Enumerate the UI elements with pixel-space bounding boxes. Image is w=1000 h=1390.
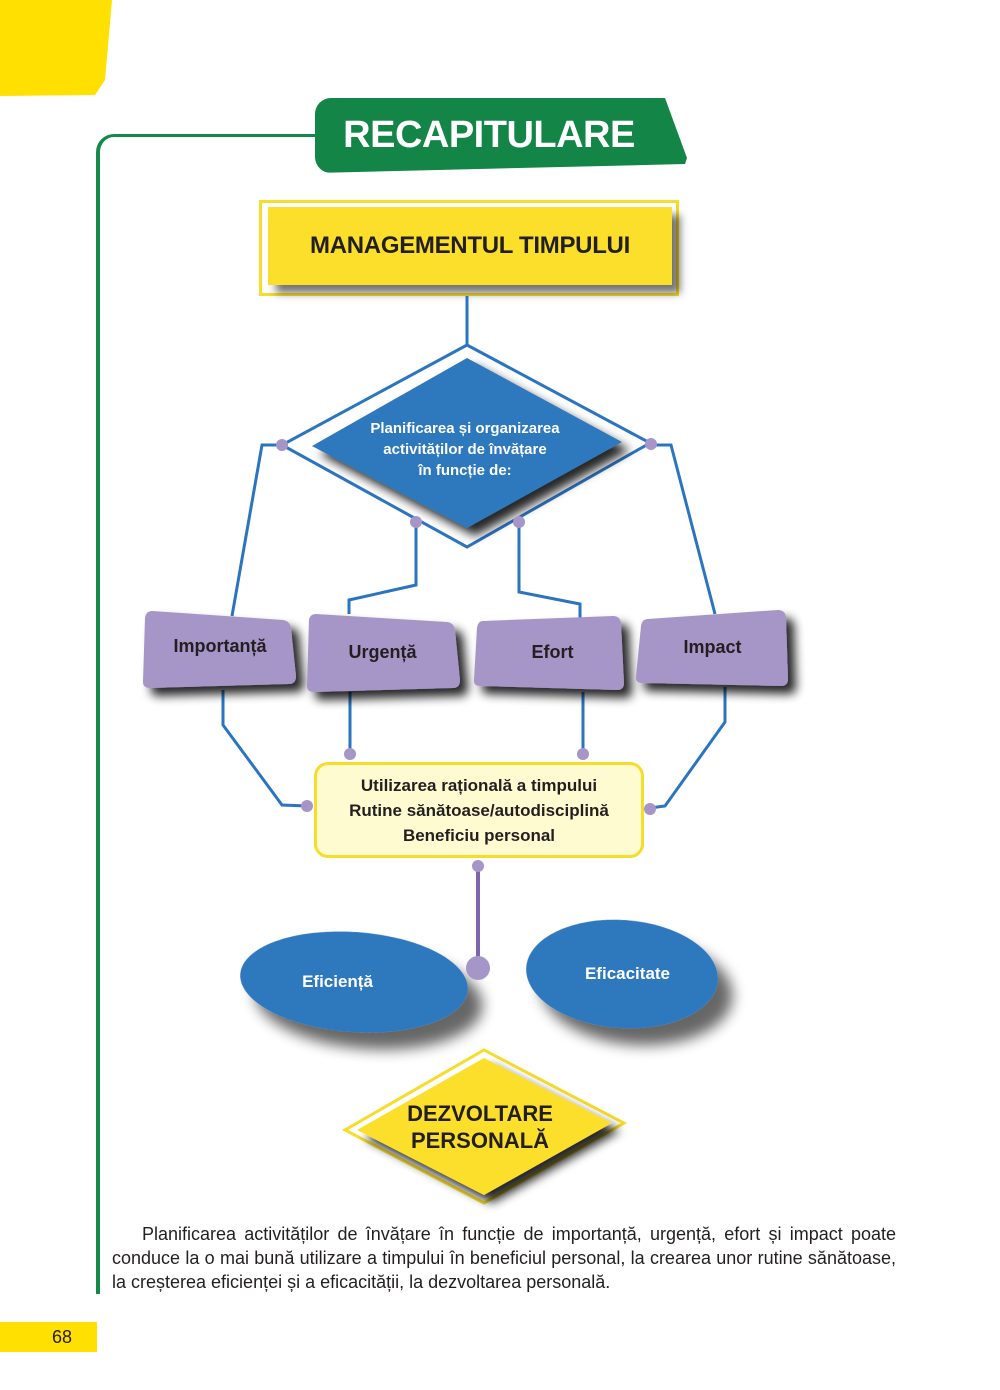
criteria-label-urgenta: Urgență [348, 642, 417, 662]
result-label-eficienta: Eficiență [302, 972, 373, 991]
dot [513, 516, 525, 528]
page-number: 68 [51, 1326, 72, 1347]
outcome-line: Beneficiu personal [402, 825, 556, 845]
criteria-shape-urgenta [307, 614, 460, 692]
development-diamond [357, 1058, 612, 1195]
dot [577, 748, 589, 760]
criteria-shapes [143, 610, 788, 692]
development-line: DEZVOLTARE [407, 1101, 553, 1126]
connector-importanta-outcome [221, 690, 308, 808]
summary-paragraph: Planificarea activităților de învățare î… [112, 1224, 896, 1292]
dot [301, 800, 313, 812]
result-label-eficacitate: Eficacitate [584, 964, 671, 983]
criteria-label-importanta: Importanță [173, 636, 267, 656]
development-node-text: DEZVOLTARE PERSONALĂ [380, 1100, 580, 1154]
result-ellipse-eficienta [240, 931, 468, 1033]
dot [410, 516, 422, 528]
decision-diamond [312, 358, 622, 528]
root-node-label: MANAGEMENTUL TIMPULUI [310, 232, 630, 259]
dot [644, 803, 656, 815]
section-title-banner: RECAPITULARE [315, 98, 687, 173]
connector-impact-outcome [649, 687, 727, 810]
page-number-tab: 68 [0, 1322, 97, 1352]
connector-efort [517, 522, 582, 620]
dot [344, 748, 356, 760]
decision-line: activităților de învățare [383, 441, 547, 458]
section-title: RECAPITULARE [343, 114, 635, 156]
criteria-shape-importanta [143, 611, 296, 688]
dot [645, 438, 657, 450]
section-frame-line [96, 134, 326, 1294]
outcome-line: Utilizarea rațională a timpului [360, 775, 598, 795]
decision-line: în funcție de: [418, 462, 512, 479]
outcome-box: Utilizarea rațională a timpului Rutine s… [314, 762, 644, 858]
outcome-line: Rutine sănătoase/autodisciplină [349, 800, 609, 820]
result-ellipse-eficacitate [526, 919, 718, 1029]
criteria-label-impact: Impact [683, 637, 742, 657]
criteria-shape-impact [635, 610, 788, 686]
dot [472, 860, 484, 872]
connector-dots [276, 438, 657, 980]
connector-urgenta [347, 522, 418, 614]
connector-lines [221, 296, 727, 810]
criteria-shape-efort [473, 616, 624, 690]
connector-importanta [230, 443, 282, 617]
decision-node-text: Planificarea și organizarea activitățilo… [340, 418, 590, 481]
corner-tab-decoration [0, 0, 112, 96]
dot [276, 439, 288, 451]
development-line: PERSONALĂ [410, 1128, 550, 1153]
criteria-label-efort: Efort [531, 642, 574, 662]
dot-large [466, 956, 490, 980]
root-node: MANAGEMENTUL TIMPULUI [268, 207, 672, 285]
connector-impact [651, 443, 717, 615]
decision-line: Planificarea și organizarea [370, 420, 560, 437]
